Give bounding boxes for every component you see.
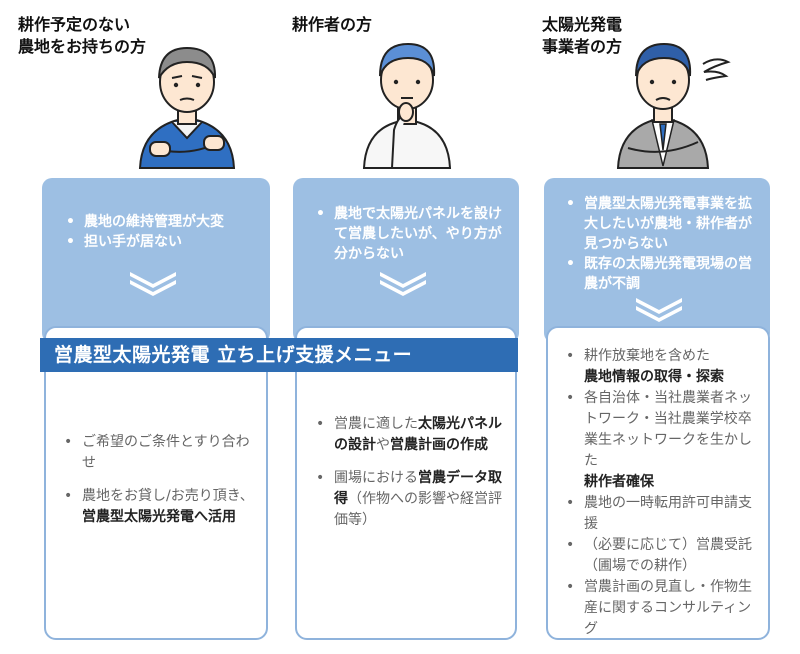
persona-title-line: 事業者の方 (542, 37, 623, 56)
persona-title-line: 耕作者の方 (292, 15, 373, 34)
service-item: 農地の一時転用許可申請支援 (562, 493, 760, 535)
service-text: や (376, 437, 390, 453)
service-item: （必要に応じて）営農受託（圃場での耕作） (562, 535, 760, 577)
service-text: （作物への影響や経営評価等） (334, 491, 502, 528)
service-item: 営農に適した太陽光パネルの設計や営農計画の作成 (312, 414, 506, 456)
service-item: 農地をお貸し/お売り頂き、営農型太陽光発電へ活用 (60, 486, 256, 528)
service-text-bold: 耕作者確保 (584, 474, 654, 490)
chevron-down-icon (130, 272, 176, 296)
solar-operator-illustration-icon (616, 42, 731, 169)
service-text: 圃場における (334, 470, 418, 486)
service-item: 圃場における営農データ取得（作物への影響や経営評価等） (312, 468, 506, 531)
persona-title-line: 太陽光発電 (542, 15, 623, 34)
service-text-bold: 営農データ取得 (334, 470, 502, 507)
service-text-bold: 営農型太陽光発電へ活用 (82, 509, 236, 525)
persona-title-line: 耕作予定のない (18, 15, 131, 34)
service-text-bold: 農地情報の取得・探索 (584, 369, 724, 385)
service-box-landowner (44, 326, 268, 640)
problem-item: 既存の太陽光発電現場の営農が不調 (562, 254, 758, 294)
service-item: 各自治体・当社農業者ネットワーク・当社農業学校卒業生ネットワークを生かした耕作者… (562, 388, 760, 493)
service-item: 営農計画の見直し・作物生産に関するコンサルティング (562, 577, 760, 640)
service-text: ご希望のご条件とすり合わせ (82, 434, 250, 471)
service-text-bold: 太陽光パネルの設計 (334, 416, 502, 453)
service-text: （必要に応じて）営農受託（圃場での耕作） (584, 537, 752, 574)
problem-list-farmer: 農地で太陽光パネルを設けて営農したいが、やり方が分からない (312, 204, 504, 264)
service-text: 農地をお貸し/お売り頂き、 (82, 488, 254, 504)
service-list-farmer: 営農に適した太陽光パネルの設計や営農計画の作成 圃場における営農データ取得（作物… (312, 414, 506, 543)
problem-item: 農地の維持管理が大変 (62, 212, 262, 232)
persona-title-line: 農地をお持ちの方 (18, 37, 147, 56)
farmer-illustration-icon (362, 42, 452, 169)
service-text: 耕作放棄地を含めた (584, 348, 710, 364)
chevron-down-icon (380, 272, 426, 296)
service-item: ご希望のご条件とすり合わせ (60, 432, 256, 474)
problem-item: 営農型太陽光発電事業を拡大したいが農地・耕作者が見つからない (562, 194, 758, 254)
service-list-landowner: ご希望のご条件とすり合わせ 農地をお貸し/お売り頂き、営農型太陽光発電へ活用 (60, 432, 256, 540)
support-menu-banner: 営農型太陽光発電 立ち上げ支援メニュー (40, 338, 518, 372)
persona-title-solar-operator: 太陽光発電 事業者の方 (542, 14, 622, 58)
service-text: 営農に適した (334, 416, 418, 432)
service-text-bold: 営農計画の作成 (390, 437, 488, 453)
chevron-down-icon (636, 298, 682, 322)
problem-box-landowner (42, 178, 270, 343)
service-text: 営農計画の見直し・作物生産に関するコンサルティング (584, 579, 752, 637)
landowner-illustration-icon (138, 46, 236, 169)
problem-list-solar-operator: 営農型太陽光発電事業を拡大したいが農地・耕作者が見つからない 既存の太陽光発電現… (562, 194, 758, 294)
problem-item: 担い手が居ない (62, 232, 262, 252)
persona-title-farmer: 耕作者の方 (292, 14, 372, 36)
service-text: 各自治体・当社農業者ネットワーク・当社農業学校卒業生ネットワークを生かした (584, 390, 752, 469)
problem-item: 農地で太陽光パネルを設けて営農したいが、やり方が分からない (312, 204, 504, 264)
persona-title-landowner: 耕作予定のない 農地をお持ちの方 (18, 14, 146, 58)
service-text: 農地の一時転用許可申請支援 (584, 495, 752, 532)
problem-list-landowner: 農地の維持管理が大変 担い手が居ない (62, 212, 262, 252)
